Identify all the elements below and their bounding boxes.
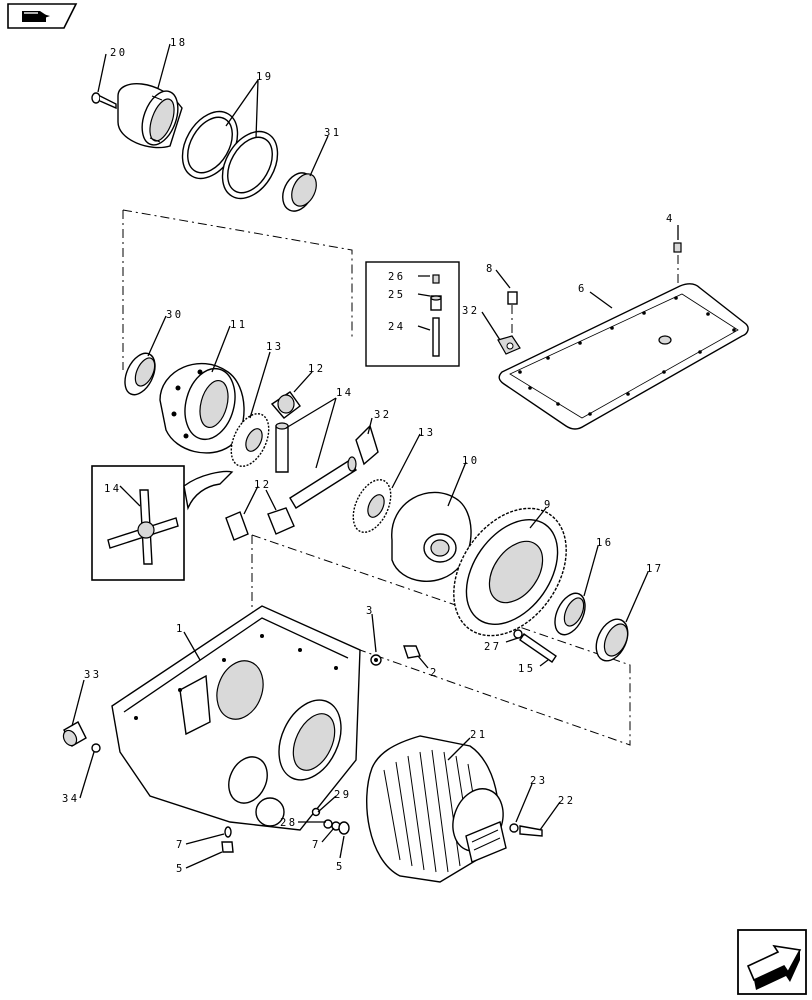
part-33-plug [62,721,87,747]
callout-13-upper: 13 [266,341,283,353]
callout-5-right: 5 [336,861,345,873]
callout-12-upper: 12 [308,363,325,375]
callout-10: 10 [462,455,479,467]
callout-14-inset: 14 [104,483,121,495]
part-3-washer [370,654,382,666]
part-12-pinion-gear-upper [270,391,301,419]
part-14-spider [107,489,179,565]
callout-27: 27 [484,641,501,653]
part-15-bolt [519,633,557,663]
callout-7-left: 7 [176,839,185,851]
callout-14-main: 14 [336,387,353,399]
part-11-differential-case [159,362,245,454]
part-16-bearing-cone [554,592,586,636]
part-26-pin [432,274,440,284]
part-13-side-gear-upper [230,413,270,467]
callout-18: 18 [170,37,187,49]
callout-20: 20 [110,47,127,59]
part-32-clip [497,335,521,355]
callout-17: 17 [646,563,663,575]
part-34-washer [91,743,101,753]
next-page-arrow-icon [746,944,802,990]
callout-13-lower: 13 [418,427,435,439]
inset-box-pins [365,261,460,367]
inset-box-spider [91,465,185,581]
callout-28: 28 [280,817,297,829]
callout-31: 31 [324,127,341,139]
callout-1: 1 [176,623,185,635]
callout-4: 4 [666,213,675,225]
callout-15: 15 [518,663,535,675]
callout-25: 25 [388,289,405,301]
callout-9: 9 [544,499,553,511]
callout-26: 26 [388,271,405,283]
guide-line-upper [122,209,353,370]
callout-8: 8 [486,263,495,275]
back-to-index-button[interactable] [7,3,78,29]
callout-16: 16 [596,537,613,549]
part-27-washer [513,629,523,639]
part-30-bearing [124,352,156,396]
callout-30: 30 [166,309,183,321]
callout-24: 24 [388,321,405,333]
callout-23: 23 [530,775,547,787]
callout-7-right: 7 [312,839,321,851]
part-22-bolt [519,825,543,837]
callout-22: 22 [558,795,575,807]
callout-32-clip: 32 [462,305,479,317]
part-2-plug [403,645,421,659]
part-29-washer [311,807,321,817]
part-21-drum-assembly [366,735,507,883]
callout-6: 6 [578,283,587,295]
next-page-button[interactable] [737,929,807,995]
callout-32-pinion: 32 [374,409,391,421]
guide-line-lower [251,534,631,746]
part-25-sleeve [430,295,442,311]
part-20-bolt [91,92,117,110]
part-24-rod [432,317,440,357]
part-7-washer-left [224,826,232,838]
callout-21: 21 [470,729,487,741]
part-5-plug-right [338,821,350,835]
part-14-cross-shaft-long [289,456,357,509]
part-32-pinion [355,424,379,466]
callout-12-lower: 12 [254,479,271,491]
part-8-bolt [507,291,518,305]
part-5-plug-left [221,841,234,853]
callout-29: 29 [334,789,351,801]
part-28-washer [323,819,333,829]
callout-11: 11 [230,319,247,331]
book-arrow-icon [22,11,50,22]
callout-33: 33 [84,669,101,681]
part-13-side-gear-lower [352,479,392,533]
callout-19: 19 [256,71,273,83]
part-12-thrust-washer [183,470,234,511]
callout-3: 3 [366,605,375,617]
part-19-gaskets [181,110,279,200]
part-10-differential-case [391,491,472,582]
part-12-pinion-gear-lower [225,507,295,541]
callout-5-left: 5 [176,863,185,875]
part-23-washer [509,823,519,833]
part-1-transmission-housing [111,605,361,831]
part-18-bearing-housing [117,83,183,149]
callout-2: 2 [430,667,439,679]
leader-lines [71,43,679,869]
part-9-ring-gear [453,507,567,637]
part-31-bearing-cup [282,172,317,212]
part-17-bearing-cup [595,618,629,662]
part-4-bolt [673,242,682,253]
callout-labels: 20 18 19 31 4 8 6 32 26 25 24 30 11 13 1… [62,37,675,875]
part-14-cross-shaft-short [275,422,289,473]
part-6-cover-plate [498,283,749,430]
callout-34: 34 [62,793,79,805]
